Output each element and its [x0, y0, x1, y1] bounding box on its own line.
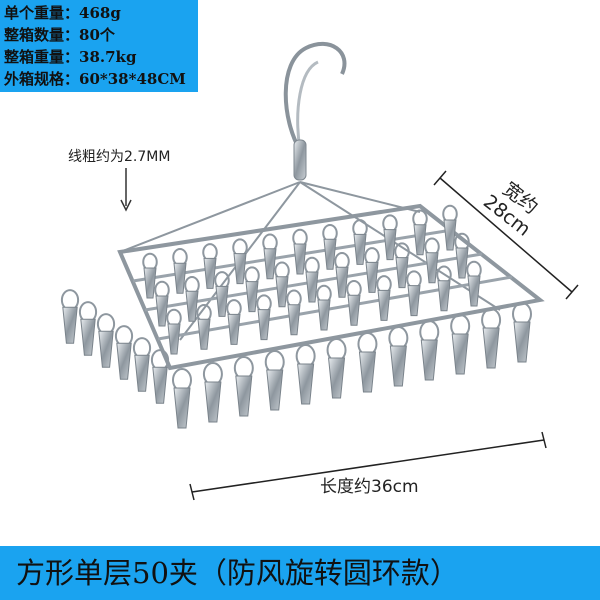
clothespin [437, 280, 451, 312]
clothespin [204, 381, 222, 423]
clothespin [482, 327, 500, 369]
clothespin [383, 229, 397, 261]
clothespin [203, 257, 217, 289]
clothespin [305, 271, 319, 303]
clothespin [266, 369, 284, 411]
product-title-banner: 方形单层50夹（防风旋转圆环款） [0, 546, 600, 600]
clothespin [513, 321, 531, 363]
clothespin [227, 313, 241, 345]
clothespin [233, 253, 247, 285]
clothespin [353, 233, 367, 265]
clothespin [425, 252, 439, 284]
clothespin [347, 294, 361, 326]
clothespin [98, 330, 114, 368]
wire-thickness-note: 线粗约为2.7MM [68, 149, 171, 165]
clothespin [323, 238, 337, 270]
spec-box: 单个重量：468g 整箱数量：80个 整箱重量：38.7kg 外箱规格：60*3… [0, 0, 198, 92]
clothespin [62, 306, 78, 344]
clothespin [152, 366, 168, 404]
clothespin [293, 243, 307, 275]
clothespin [327, 357, 346, 399]
clothespin [197, 318, 211, 350]
clothespin [335, 266, 349, 298]
spec-row-box-quantity: 整箱数量：80个 [4, 26, 115, 44]
clothespin [173, 262, 187, 294]
clothespin [467, 275, 481, 307]
clothespin [389, 345, 407, 387]
clothespin [413, 224, 427, 256]
clothespin [80, 318, 96, 356]
spec-row-unit-weight: 单个重量：468g [4, 4, 121, 22]
down-arrow-icon [120, 168, 132, 212]
clothespin [420, 339, 438, 381]
clothespin [245, 281, 259, 313]
clothespin [287, 304, 301, 336]
clothespin [155, 295, 169, 327]
clothespin [263, 248, 277, 280]
clothes-hanger-image [60, 41, 579, 501]
spec-row-box-weight: 整箱重量：38.7kg [4, 48, 137, 66]
clothespin [134, 354, 150, 392]
clothespin [365, 261, 379, 293]
clothespin [455, 247, 469, 279]
spec-row-box-size: 外箱规格：60*38*48CM [4, 70, 186, 88]
clothespin [167, 323, 181, 355]
clothespin [116, 342, 132, 380]
clothespin [185, 290, 199, 322]
clothespin [297, 363, 315, 405]
length-dimension-label: 长度约36cm [320, 477, 419, 497]
clothespin [235, 375, 253, 417]
clothespin [407, 285, 421, 317]
clothespin [215, 285, 229, 317]
clothespin [395, 257, 409, 289]
clothespin [143, 267, 157, 299]
clothespin [317, 299, 331, 331]
clothespin [257, 309, 271, 341]
clothespin [451, 333, 469, 375]
clothespin [377, 289, 391, 321]
clothespin [443, 219, 457, 251]
clothespin [173, 387, 191, 429]
clothespin [275, 276, 289, 308]
clothespin [358, 351, 377, 393]
